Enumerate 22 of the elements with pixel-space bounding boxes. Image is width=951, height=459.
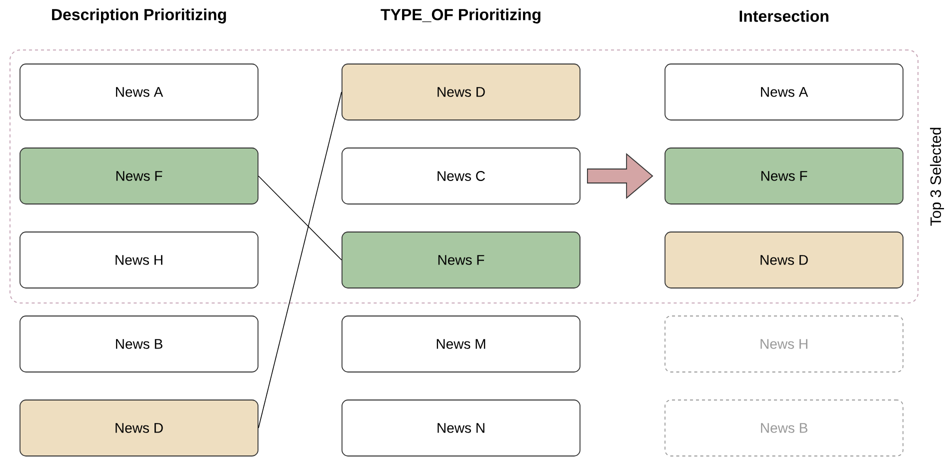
- connector-line: [258, 92, 342, 428]
- connector-line: [258, 176, 342, 260]
- news-box: News N: [342, 400, 580, 456]
- news-box: News F: [20, 148, 258, 204]
- column-heading: Description Prioritizing: [52, 8, 226, 24]
- news-box: News M: [342, 316, 580, 372]
- column-heading: Intersection: [740, 10, 828, 22]
- news-box: News B: [20, 316, 258, 372]
- news-box: News F: [664, 148, 904, 204]
- news-box: News A: [20, 64, 258, 120]
- band-label: Top 3 Selected: [930, 128, 944, 226]
- block-arrow: [587, 153, 654, 199]
- news-box: News D: [20, 400, 258, 456]
- news-box: News H: [20, 232, 258, 288]
- news-box: News A: [664, 64, 904, 120]
- news-box: News D: [342, 64, 580, 120]
- news-box: News F: [342, 232, 580, 288]
- news-box: News D: [664, 232, 904, 288]
- column-heading: TYPE_OF Prioritizing: [380, 8, 540, 24]
- placeholder-box: News B: [664, 400, 904, 456]
- placeholder-box: News H: [664, 316, 904, 372]
- news-box: News C: [342, 148, 580, 204]
